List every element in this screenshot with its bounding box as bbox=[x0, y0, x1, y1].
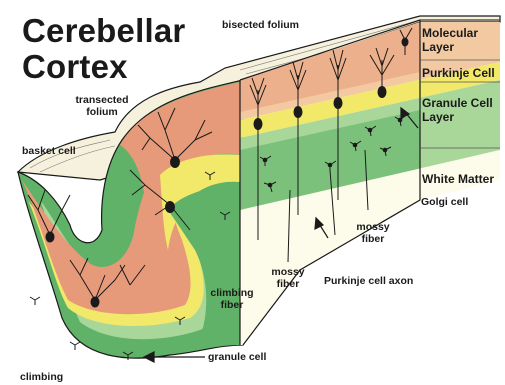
label-granule-cell: granule cell bbox=[208, 351, 266, 363]
label-purkinje-cell-axon: Purkinje cell axon bbox=[324, 275, 413, 287]
layer-molecular-line2: Layer bbox=[422, 40, 478, 54]
label-climbing-fiber-line2: fiber bbox=[204, 299, 260, 311]
label-mossy-fiber-right: mossy fiber bbox=[351, 221, 395, 245]
layer-molecular-line1: Molecular bbox=[422, 26, 478, 40]
layer-label-white-matter: White Matter bbox=[422, 172, 494, 186]
label-climbing-fiber: climbing fiber bbox=[204, 287, 260, 311]
label-mossy-center-line1: mossy bbox=[266, 266, 310, 278]
label-mossy-right-line2: fiber bbox=[351, 233, 395, 245]
label-mossy-center-line2: fiber bbox=[266, 278, 310, 290]
label-mossy-fiber-center: mossy fiber bbox=[266, 266, 310, 290]
label-golgi-cell: Golgi cell bbox=[421, 196, 468, 208]
label-climbing-bottom: climbing bbox=[20, 371, 63, 383]
label-transected-folium: transected folium bbox=[66, 94, 138, 118]
diagram-title-line1: Cerebellar bbox=[22, 14, 185, 48]
label-transected-line2: folium bbox=[66, 106, 138, 118]
layer-granule-line2: Layer bbox=[422, 110, 493, 124]
layer-label-granule: Granule Cell Layer bbox=[422, 96, 493, 124]
label-climbing-fiber-line1: climbing bbox=[204, 287, 260, 299]
layer-label-purkinje: Purkinje Cell bbox=[422, 66, 495, 80]
layer-granule-line1: Granule Cell bbox=[422, 96, 493, 110]
label-bisected-folium: bisected folium bbox=[222, 19, 299, 31]
label-basket-cell: basket cell bbox=[22, 145, 76, 157]
label-mossy-right-line1: mossy bbox=[351, 221, 395, 233]
layer-label-molecular: Molecular Layer bbox=[422, 26, 478, 54]
diagram-title-line2: Cortex bbox=[22, 50, 128, 84]
label-transected-line1: transected bbox=[66, 94, 138, 106]
